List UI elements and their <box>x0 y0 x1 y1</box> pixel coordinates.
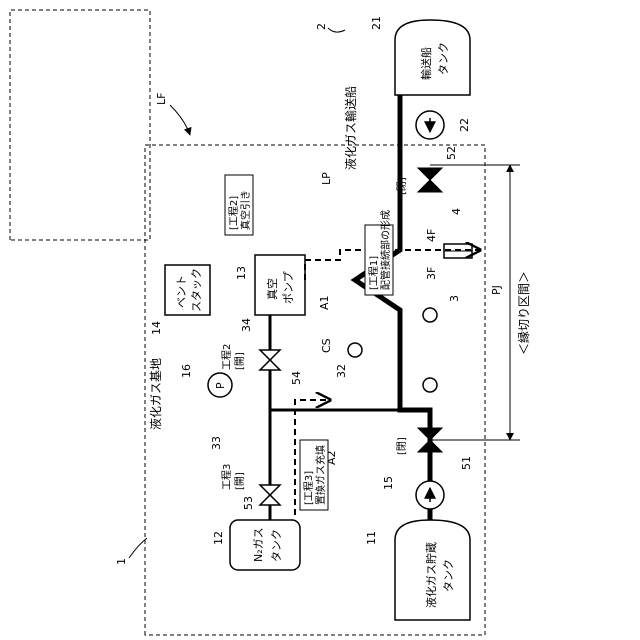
n2-tank-ref: 12 <box>212 531 225 545</box>
arrow-a1-label: A1 <box>318 295 331 310</box>
vacuum-pump-line2: ポンプ <box>282 271 295 304</box>
pipe-3f-label: 3F <box>425 267 438 280</box>
ship-tank-ref: 21 <box>370 16 383 30</box>
pipe-32-33-branch <box>270 280 400 530</box>
storage-tank-ref: 11 <box>365 531 378 545</box>
valve-54-step: 工程2 <box>221 344 233 370</box>
step1-text: 配管接続部の形成 <box>379 210 392 290</box>
ship-pump-ref: 22 <box>458 118 471 132</box>
pipe-33-label: 33 <box>210 436 223 450</box>
step2-text: 真空引き <box>239 190 252 230</box>
step3-text: 置換ガス充填 <box>314 445 327 505</box>
valve-54-state: [開] <box>234 352 246 370</box>
valve-51-ref: 51 <box>460 456 473 470</box>
ship-tank-line1: 輸送船 <box>419 47 433 80</box>
lp-label: LP <box>320 172 333 185</box>
valve-51-state: [閉] <box>396 437 408 455</box>
base-pump-ref: 15 <box>382 476 395 490</box>
ship-zone-name: 液化ガス輸送船 <box>343 86 358 170</box>
ship-zone-ref: 2 <box>315 23 328 30</box>
cs-joint-right <box>423 308 437 322</box>
pressure-gauge-ref: 16 <box>180 364 193 378</box>
ship-zone-leader <box>328 28 345 32</box>
vent-stack-line1: ベント <box>175 275 188 308</box>
valve-52-state: [閉] <box>396 177 408 195</box>
valve-53-state: [開] <box>234 472 246 490</box>
cs-joint-left <box>423 378 437 392</box>
valve-53-step: 工程3 <box>221 464 233 490</box>
system-label-arrow <box>170 105 190 135</box>
vent-stack-line2: スタック <box>190 268 203 312</box>
storage-tank-line2: タンク <box>442 559 455 592</box>
cs-label: CS <box>320 338 333 353</box>
pj-label: PJ <box>490 285 503 295</box>
ship-tank-line2: タンク <box>437 42 450 75</box>
pipe-3-label: 3 <box>448 295 461 302</box>
step1-title: [工程1] <box>368 256 380 290</box>
base-zone-ref: 1 <box>115 558 128 565</box>
step3-title: [工程3] <box>303 471 315 505</box>
vacuum-pump <box>255 255 305 315</box>
pressure-gauge-symbol: P <box>214 382 227 389</box>
valve-53-ref: 53 <box>242 496 255 510</box>
system-label: LF <box>155 93 168 105</box>
storage-tank-line1: 液化ガス貯蔵 <box>424 542 438 608</box>
n2-tank-line2: タンク <box>270 529 283 562</box>
valve-52-ref: 52 <box>445 146 458 160</box>
n2-tank-line1: N₂ガス <box>252 527 265 562</box>
pipe-34-label: 34 <box>240 318 253 332</box>
vacuum-pump-ref: 13 <box>235 266 248 280</box>
valve-53-symbol <box>260 485 280 505</box>
section-label: ＜縁切り区間＞ <box>516 271 531 355</box>
valve-54-symbol <box>260 350 280 370</box>
pipe-32-label: 32 <box>335 364 348 378</box>
vent-stack-ref: 14 <box>150 321 163 335</box>
step2-title: [工程2] <box>228 196 240 230</box>
valve-54-ref: 54 <box>290 371 303 385</box>
n2-tank <box>230 520 300 570</box>
cs-joint-top <box>348 343 362 357</box>
pipe-4-label: 4 <box>450 208 463 215</box>
valve-52-symbol <box>418 168 442 192</box>
ship-zone-boundary <box>10 10 150 240</box>
vacuum-pump-line1: 真空 <box>265 278 279 300</box>
base-zone-leader <box>129 538 147 558</box>
main-pipeline <box>355 80 430 580</box>
pipe-4f-label: 4F <box>425 229 438 242</box>
base-zone-name: 液化ガス基地 <box>148 358 163 430</box>
